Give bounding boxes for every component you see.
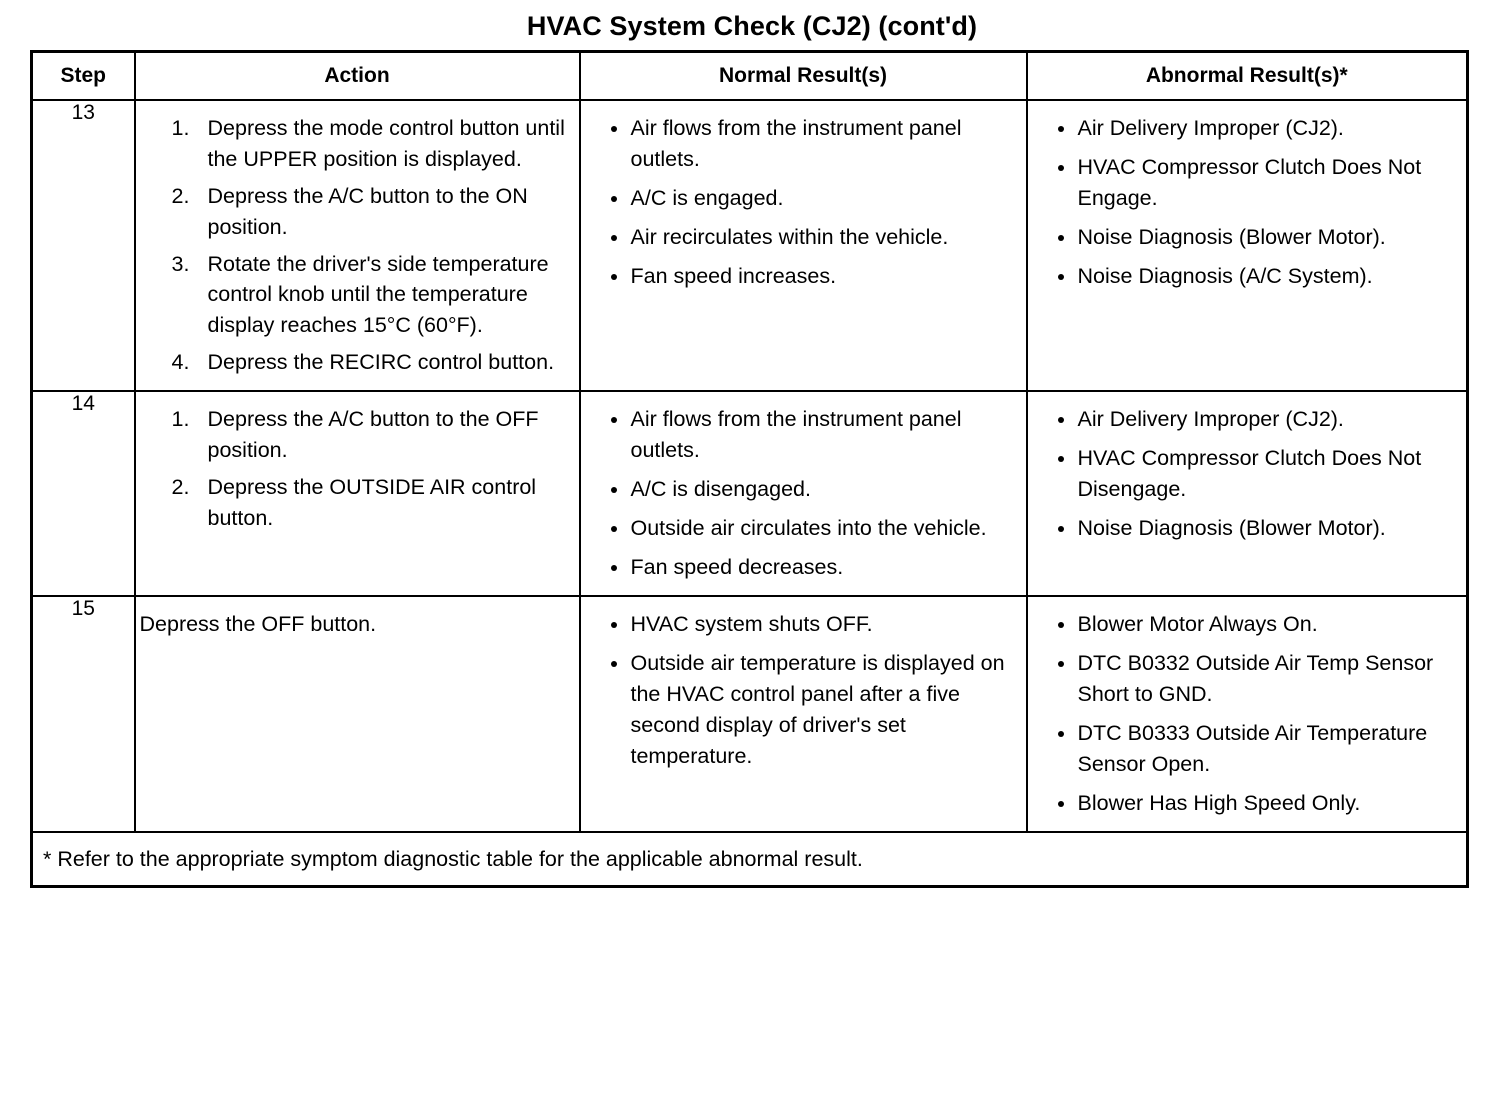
- action-step-item: 1. Depress the mode control button until…: [144, 113, 571, 175]
- normal-result-item: Air recirculates within the vehicle.: [589, 222, 1018, 253]
- action-step-text: Depress the mode control button until th…: [207, 115, 565, 171]
- abnormal-result-item: Noise Diagnosis (Blower Motor).: [1036, 222, 1459, 253]
- normal-result-item: Fan speed increases.: [589, 261, 1018, 292]
- abnormal-result-item: Blower Motor Always On.: [1036, 609, 1459, 640]
- action-step-number: 3.: [171, 251, 190, 276]
- normal-result-list: Air flows from the instrument panel outl…: [589, 113, 1018, 292]
- normal-result-cell: Air flows from the instrument panel outl…: [578, 390, 1028, 598]
- header-row: Step Action Normal Result(s) Abnormal Re…: [30, 50, 1469, 101]
- action-cell: 1. Depress the A/C button to the OFF pos…: [133, 390, 581, 598]
- step-number-cell: 15: [30, 595, 136, 833]
- column-header-step: Step: [30, 50, 136, 101]
- normal-result-list: HVAC system shuts OFF. Outside air tempe…: [589, 609, 1018, 772]
- abnormal-result-cell: Air Delivery Improper (CJ2). HVAC Compre…: [1025, 390, 1469, 598]
- action-step-number: 2.: [171, 183, 190, 208]
- normal-result-item: Air flows from the instrument panel outl…: [589, 113, 1018, 175]
- abnormal-result-list: Blower Motor Always On. DTC B0332 Outsid…: [1036, 609, 1459, 819]
- abnormal-result-item: DTC B0332 Outside Air Temp Sensor Short …: [1036, 648, 1459, 710]
- action-cell: Depress the OFF button.: [133, 595, 581, 833]
- action-step-text: Depress the RECIRC control button.: [207, 350, 555, 375]
- normal-result-item: A/C is disengaged.: [589, 474, 1018, 505]
- action-step-text: Rotate the driver's side temperature con…: [207, 251, 549, 338]
- abnormal-result-item: DTC B0333 Outside Air Temperature Sensor…: [1036, 718, 1459, 780]
- normal-result-item: Outside air circulates into the vehicle.: [589, 513, 1018, 544]
- action-step-item: 2. Depress the A/C button to the ON posi…: [144, 181, 571, 243]
- table-body: 13 1. Depress the mode control button un…: [30, 98, 1469, 888]
- action-step-number: 4.: [171, 350, 190, 375]
- abnormal-result-item: Noise Diagnosis (A/C System).: [1036, 261, 1459, 292]
- table-row: 14 1. Depress the A/C button to the OFF …: [30, 390, 1469, 598]
- normal-result-item: Fan speed decreases.: [589, 552, 1018, 583]
- abnormal-result-item: Air Delivery Improper (CJ2).: [1036, 113, 1459, 144]
- abnormal-result-item: HVAC Compressor Clutch Does Not Engage.: [1036, 152, 1459, 214]
- column-header-abnormal-result: Abnormal Result(s)*: [1025, 50, 1469, 101]
- abnormal-result-item: HVAC Compressor Clutch Does Not Disengag…: [1036, 443, 1459, 505]
- action-step-item: 2. Depress the OUTSIDE AIR control butto…: [144, 472, 571, 534]
- normal-result-cell: HVAC system shuts OFF. Outside air tempe…: [578, 595, 1028, 833]
- action-step-list: 1. Depress the A/C button to the OFF pos…: [144, 404, 571, 534]
- action-step-text: Depress the OUTSIDE AIR control button.: [207, 475, 537, 531]
- abnormal-result-cell: Blower Motor Always On. DTC B0332 Outsid…: [1025, 595, 1469, 833]
- normal-result-list: Air flows from the instrument panel outl…: [589, 404, 1018, 583]
- step-number-cell: 13: [30, 98, 136, 393]
- table-row: 13 1. Depress the mode control button un…: [30, 98, 1469, 393]
- action-step-item: 3. Rotate the driver's side temperature …: [144, 249, 571, 342]
- normal-result-item: HVAC system shuts OFF.: [589, 609, 1018, 640]
- page-title: HVAC System Check (CJ2) (cont'd): [526, 11, 978, 41]
- action-step-list: 1. Depress the mode control button until…: [144, 113, 571, 379]
- hvac-check-table-wrapper: Step Action Normal Result(s) Abnormal Re…: [30, 49, 1469, 888]
- footnote-cell: * Refer to the appropriate symptom diagn…: [30, 830, 1469, 888]
- normal-result-item: Outside air temperature is displayed on …: [589, 648, 1018, 772]
- action-cell: 1. Depress the mode control button until…: [133, 98, 581, 393]
- normal-result-cell: Air flows from the instrument panel outl…: [578, 98, 1028, 393]
- hvac-check-table: Step Action Normal Result(s) Abnormal Re…: [30, 49, 1469, 888]
- action-step-item: 4. Depress the RECIRC control button.: [144, 347, 571, 378]
- normal-result-item: Air flows from the instrument panel outl…: [589, 404, 1018, 466]
- abnormal-result-item: Noise Diagnosis (Blower Motor).: [1036, 513, 1459, 544]
- action-step-number: 1.: [171, 115, 190, 140]
- column-header-action: Action: [133, 50, 581, 101]
- normal-result-item: A/C is engaged.: [589, 183, 1018, 214]
- abnormal-result-item: Air Delivery Improper (CJ2).: [1036, 404, 1459, 435]
- footnote-row: * Refer to the appropriate symptom diagn…: [30, 830, 1469, 888]
- action-step-number: 1.: [171, 407, 190, 432]
- abnormal-result-item: Blower Has High Speed Only.: [1036, 788, 1459, 819]
- action-step-number: 2.: [171, 475, 190, 500]
- abnormal-result-list: Air Delivery Improper (CJ2). HVAC Compre…: [1036, 113, 1459, 292]
- footnote-text: * Refer to the appropriate symptom diagn…: [43, 846, 863, 871]
- action-step-text: Depress the A/C button to the ON positio…: [207, 183, 528, 239]
- column-header-normal-result: Normal Result(s): [578, 50, 1028, 101]
- abnormal-result-cell: Air Delivery Improper (CJ2). HVAC Compre…: [1025, 98, 1469, 393]
- step-number-cell: 14: [30, 390, 136, 598]
- table-row: 15 Depress the OFF button. HVAC system s…: [30, 595, 1469, 833]
- action-step-item: 1. Depress the A/C button to the OFF pos…: [144, 404, 571, 466]
- action-step-text: Depress the A/C button to the OFF positi…: [207, 407, 539, 463]
- action-text: Depress the OFF button.: [139, 612, 377, 637]
- abnormal-result-list: Air Delivery Improper (CJ2). HVAC Compre…: [1036, 404, 1459, 544]
- table-header: Step Action Normal Result(s) Abnormal Re…: [30, 50, 1469, 101]
